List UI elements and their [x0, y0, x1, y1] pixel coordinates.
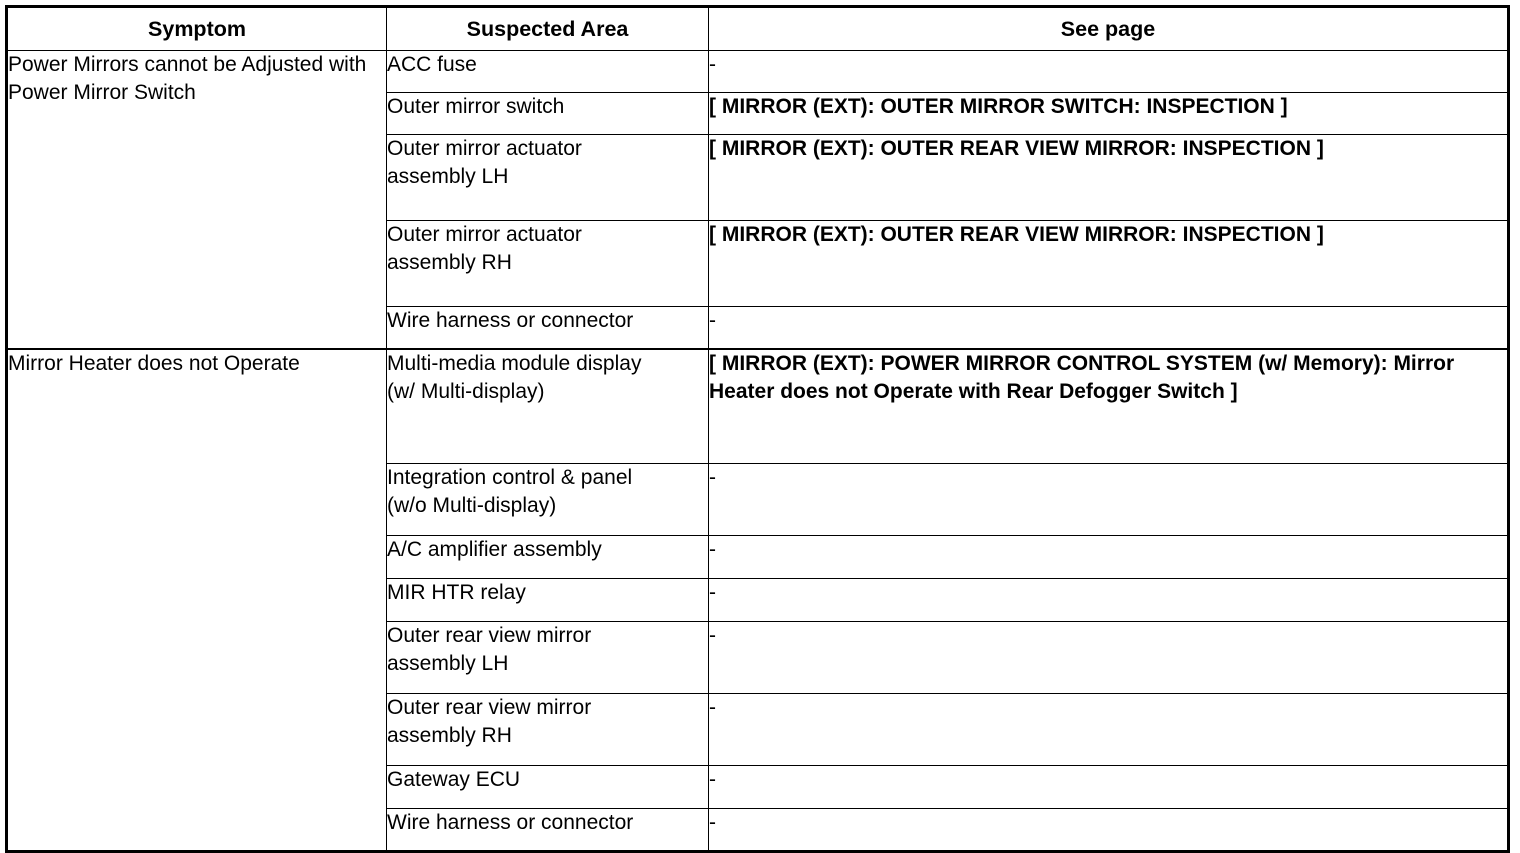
document-page: Symptom Suspected Area See page Power Mi…: [5, 5, 1510, 853]
suspected-area-cell: Multi-media module display (w/ Multi-dis…: [386, 347, 709, 464]
header-row: Symptom Suspected Area See page: [6, 6, 1509, 51]
symptom-text: Mirror Heater does not Operate: [8, 351, 300, 375]
see-page-cell: -: [708, 50, 1509, 93]
suspected-area-cell: ACC fuse: [386, 50, 709, 93]
table-row: Outer mirror actuator assembly LH [ MIRR…: [7, 134, 1509, 221]
table-row: Outer mirror switch [ MIRROR (EXT): OUTE…: [7, 92, 1509, 135]
column-header-see-page: See page: [708, 6, 1509, 51]
see-page-cell: [ MIRROR (EXT): OUTER REAR VIEW MIRROR: …: [708, 134, 1509, 221]
table-row: Outer rear view mirror assembly RH -: [7, 693, 1509, 766]
suspected-area-cell: Outer mirror switch: [386, 92, 709, 135]
suspected-area-cell: Wire harness or connector: [386, 808, 709, 852]
suspected-area-cell: Outer mirror actuator assembly RH: [386, 220, 709, 307]
column-header-suspected-area: Suspected Area: [386, 6, 709, 51]
table-row: Integration control & panel (w/o Multi-d…: [7, 463, 1509, 536]
suspected-area-cell: Outer rear view mirror assembly LH: [386, 621, 709, 694]
suspected-area-cell: Integration control & panel (w/o Multi-d…: [386, 463, 709, 536]
suspected-area-cell: Wire harness or connector: [386, 306, 709, 349]
diagnostic-symptom-table: Symptom Suspected Area See page Power Mi…: [5, 5, 1510, 853]
table-row: MIR HTR relay -: [7, 578, 1509, 622]
see-page-cell: [ MIRROR (EXT): POWER MIRROR CONTROL SYS…: [708, 347, 1509, 464]
table-row: Outer rear view mirror assembly LH -: [7, 621, 1509, 694]
table-row: A/C amplifier assembly -: [7, 535, 1509, 579]
see-page-cell: -: [708, 765, 1509, 809]
symptom-text: Power Mirrors cannot be Adjusted with Po…: [8, 53, 367, 104]
suspected-area-cell: A/C amplifier assembly: [386, 535, 709, 579]
table-header: Symptom Suspected Area See page: [6, 6, 1509, 51]
suspected-area-cell: Gateway ECU: [386, 765, 709, 809]
see-page-cell: -: [708, 693, 1509, 766]
suspected-area-cell: Outer rear view mirror assembly RH: [386, 693, 709, 766]
table-row: Wire harness or connector -: [7, 306, 1509, 349]
suspected-area-cell: Outer mirror actuator assembly LH: [386, 134, 709, 221]
column-header-symptom: Symptom: [6, 6, 387, 51]
see-page-cell: -: [708, 808, 1509, 852]
table-body: Power Mirrors cannot be Adjusted with Po…: [6, 50, 1509, 852]
see-page-cell: -: [708, 463, 1509, 536]
symptom-cell-mirror-heater: Mirror Heater does not Operate: [6, 347, 387, 852]
table-row: Gateway ECU -: [7, 765, 1509, 809]
see-page-cell: -: [708, 578, 1509, 622]
table-row: Outer mirror actuator assembly RH [ MIRR…: [7, 220, 1509, 307]
see-page-cell: [ MIRROR (EXT): OUTER REAR VIEW MIRROR: …: [708, 220, 1509, 307]
see-page-cell: -: [708, 535, 1509, 579]
see-page-cell: [ MIRROR (EXT): OUTER MIRROR SWITCH: INS…: [708, 92, 1509, 135]
suspected-area-cell: MIR HTR relay: [386, 578, 709, 622]
see-page-cell: -: [708, 621, 1509, 694]
symptom-cell-power-mirrors: Power Mirrors cannot be Adjusted with Po…: [6, 50, 387, 349]
table-row: Power Mirrors cannot be Adjusted with Po…: [6, 50, 1509, 349]
table-row: Mirror Heater does not Operate Multi-med…: [6, 347, 1509, 852]
see-page-cell: -: [708, 306, 1509, 349]
